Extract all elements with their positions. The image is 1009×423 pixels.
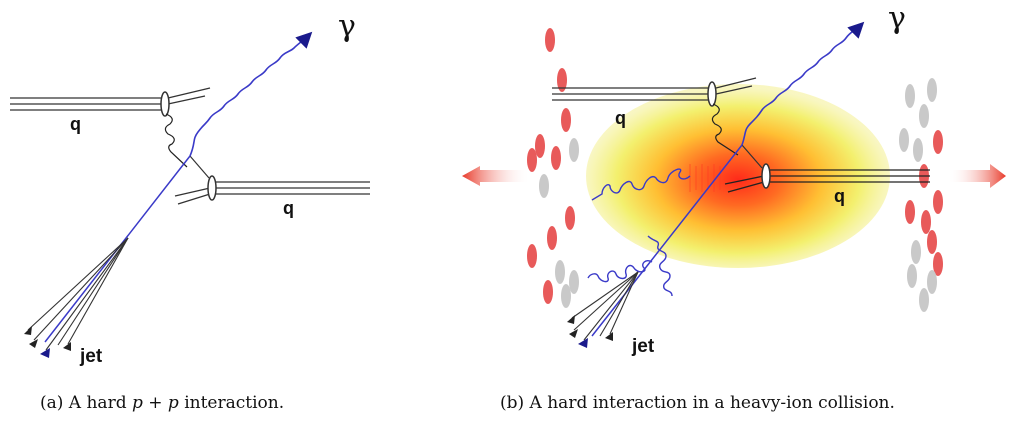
beam-bottom-b — [724, 169, 930, 193]
photon-line-a — [189, 31, 313, 157]
caption-a-math: p + p — [131, 393, 179, 413]
panel-a: q q γ jet — [10, 9, 370, 367]
jet-arrowheads-a — [24, 326, 71, 358]
caption-a-prefix: (a) A hard — [40, 393, 132, 413]
gluon-line — [164, 113, 188, 168]
photon-line-b — [741, 21, 865, 146]
right-beam-arrow — [948, 164, 1006, 188]
jet-arrowheads-b — [567, 315, 613, 348]
hot-medium — [586, 84, 890, 268]
photon-label-a: γ — [338, 9, 356, 44]
proton-vertex-bottom — [207, 175, 217, 201]
jet-cone-a — [27, 237, 129, 351]
beam-top — [10, 87, 211, 111]
nucleus-vertex-bottom — [761, 163, 771, 189]
jet-label-a: jet — [79, 346, 103, 367]
outgoing-quark-line-b — [591, 144, 743, 337]
quark-label-top-b: q — [615, 108, 626, 128]
quark-propagator-b — [741, 144, 763, 169]
photon-label-b: γ — [888, 1, 906, 36]
radiated-gluon-1 — [591, 168, 691, 201]
caption-a: (a) A hard p + p interaction. — [40, 393, 284, 413]
proton-vertex-top — [160, 91, 170, 117]
left-beam-arrow — [462, 166, 530, 186]
jet-cone-b — [571, 271, 639, 341]
jet-label-b: jet — [631, 336, 655, 357]
beam-bottom — [174, 181, 370, 205]
panel-b: q q γ jet — [462, 1, 1006, 357]
caption-b: (b) A hard interaction in a heavy-ion co… — [500, 393, 895, 413]
nucleons-right — [899, 78, 943, 312]
quark-propagator — [189, 155, 210, 179]
quark-label-bottom-b: q — [834, 186, 845, 206]
quark-label-top-a: q — [70, 114, 81, 134]
nucleus-vertex-top — [707, 81, 717, 107]
radiated-gluon-3 — [647, 235, 673, 297]
nucleons-left — [527, 28, 579, 308]
radiated-gluon-2 — [587, 259, 653, 283]
caption-a-suffix: interaction. — [178, 393, 285, 413]
beam-top-b — [552, 77, 757, 101]
quark-label-bottom-a: q — [283, 198, 294, 218]
gluon-line-b — [711, 103, 739, 156]
medium-streaks — [689, 164, 721, 192]
